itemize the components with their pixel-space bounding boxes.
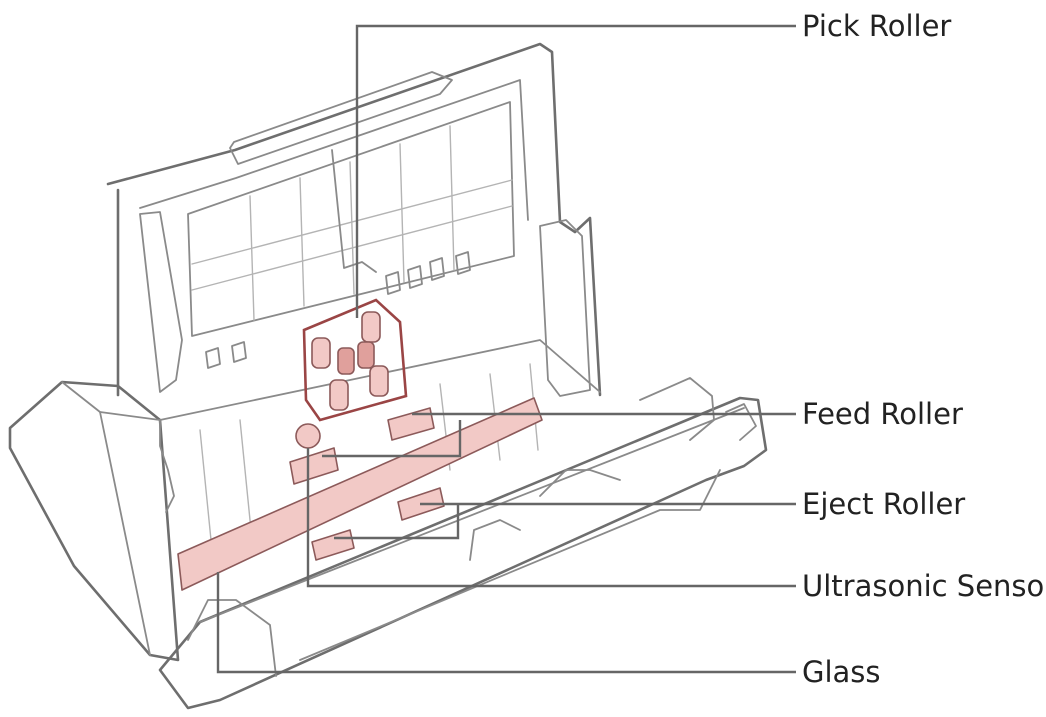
label-glass: Glass [802,655,881,689]
feed-roller-highlight-right [387,407,435,441]
feeding-area [159,339,601,421]
chute-window [187,101,515,337]
glass-highlight [177,397,543,591]
leader-feed-roller-branch [322,420,462,458]
leader-ultrasonic-sensor [306,448,796,588]
paper-chute-back [106,42,602,397]
eject-roller-highlight-left [311,529,355,561]
ultrasonic-sensor-highlight [295,423,321,449]
leader-glass [216,572,796,674]
front-cover-inner [199,407,745,623]
paper-guide-right [539,219,591,397]
paper-guide-left [139,211,183,393]
leader-eject-roller-branch [334,504,460,540]
chute-handle [229,71,453,165]
paper-chute-inner [139,79,529,221]
front-cover [158,396,768,710]
side-housing-left [8,380,180,662]
feed-roller-highlight-left [289,447,339,485]
scanner-body [8,42,768,710]
label-pick-roller: Pick Roller [802,9,951,43]
leader-pick-roller [355,24,796,318]
label-eject-roller: Eject Roller [802,487,965,521]
label-feed-roller: Feed Roller [802,397,963,431]
pick-roller-highlight [302,298,408,422]
label-ultrasonic-sensor: Ultrasonic Sensor [802,569,1046,603]
pick-roller-outline [302,298,408,422]
